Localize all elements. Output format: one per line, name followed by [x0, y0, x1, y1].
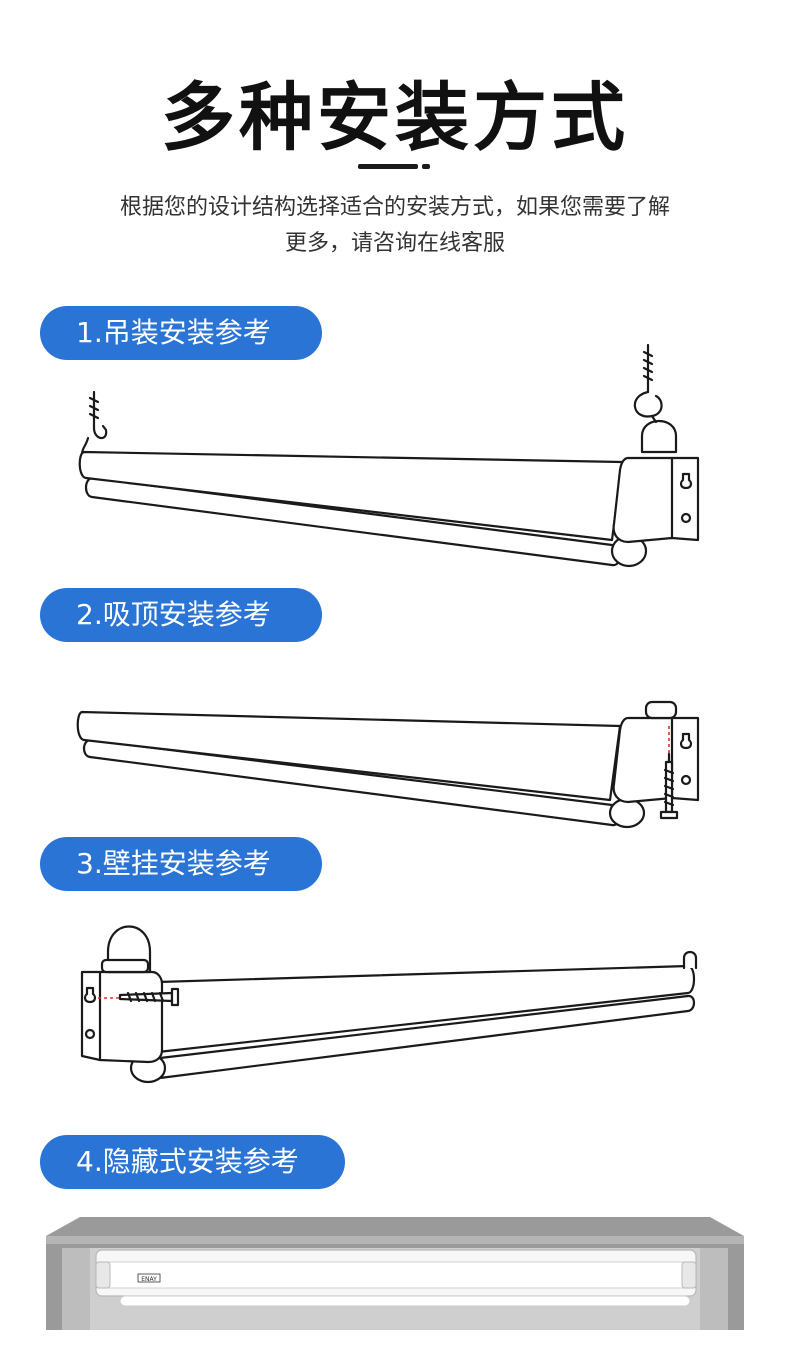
title-divider: [358, 164, 430, 170]
section-label-ceiling: 2.吸顶安装参考: [40, 588, 322, 642]
page-title: 多种安装方式: [161, 75, 629, 161]
divider-line: [358, 164, 418, 169]
description-line-1: 根据您的设计结构选择适合的安装方式，如果您需要了解: [119, 195, 670, 220]
description-line-2: 更多，请咨询在线客服: [284, 231, 505, 256]
left-hook-icon: [80, 390, 108, 456]
brand-label: ENAY: [141, 1276, 157, 1283]
recessed-install-illustration: ENAY: [46, 1217, 744, 1330]
wall-install-illustration: [80, 925, 698, 1084]
right-hook-icon: [633, 343, 663, 424]
ceiling-install-illustration: [76, 700, 700, 829]
section-label-hanging: 1.吊装安装参考: [40, 306, 322, 360]
hanging-install-illustration: [78, 343, 700, 568]
divider-dot: [422, 164, 430, 169]
screw-icon: [659, 752, 679, 820]
section-label-wall: 3.壁挂安装参考: [40, 837, 322, 891]
screw-icon: [118, 987, 180, 1007]
section-label-recessed: 4.隐藏式安装参考: [40, 1135, 345, 1189]
